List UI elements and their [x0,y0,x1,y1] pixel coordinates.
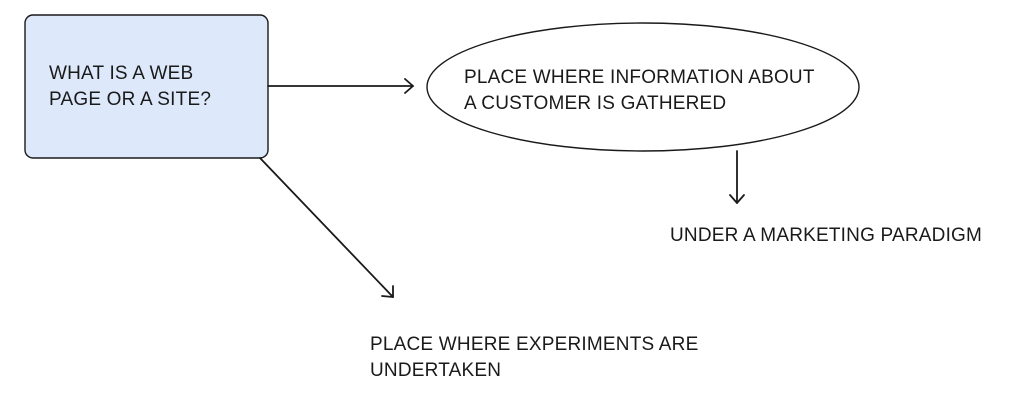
customer-ellipse[interactable] [426,22,860,152]
question-node-label: WHAT IS A WEB PAGE OR A SITE? [49,61,211,113]
marketing-node-label: UNDER A MARKETING PARADIGM [670,223,982,249]
question-line-2: PAGE OR A SITE? [49,89,212,110]
experiments-node-label: PLACE WHERE EXPERIMENTS ARE UNDERTAKEN [370,332,698,384]
experiments-line-1: PLACE WHERE EXPERIMENTS ARE [370,334,699,355]
edge-question-to-experiments [259,157,394,298]
customer-line-1: PLACE WHERE INFORMATION ABOUT [464,67,815,88]
customer-line-2: A CUSTOMER IS GATHERED [464,93,727,114]
edge-customer-to-marketing [729,150,745,204]
marketing-line-1: UNDER A MARKETING PARADIGM [670,225,983,246]
experiments-line-2: UNDERTAKEN [370,360,502,381]
edge-question-to-customer [267,78,414,94]
question-line-1: WHAT IS A WEB [49,63,194,84]
customer-node-label: PLACE WHERE INFORMATION ABOUT A CUSTOMER… [464,65,815,117]
